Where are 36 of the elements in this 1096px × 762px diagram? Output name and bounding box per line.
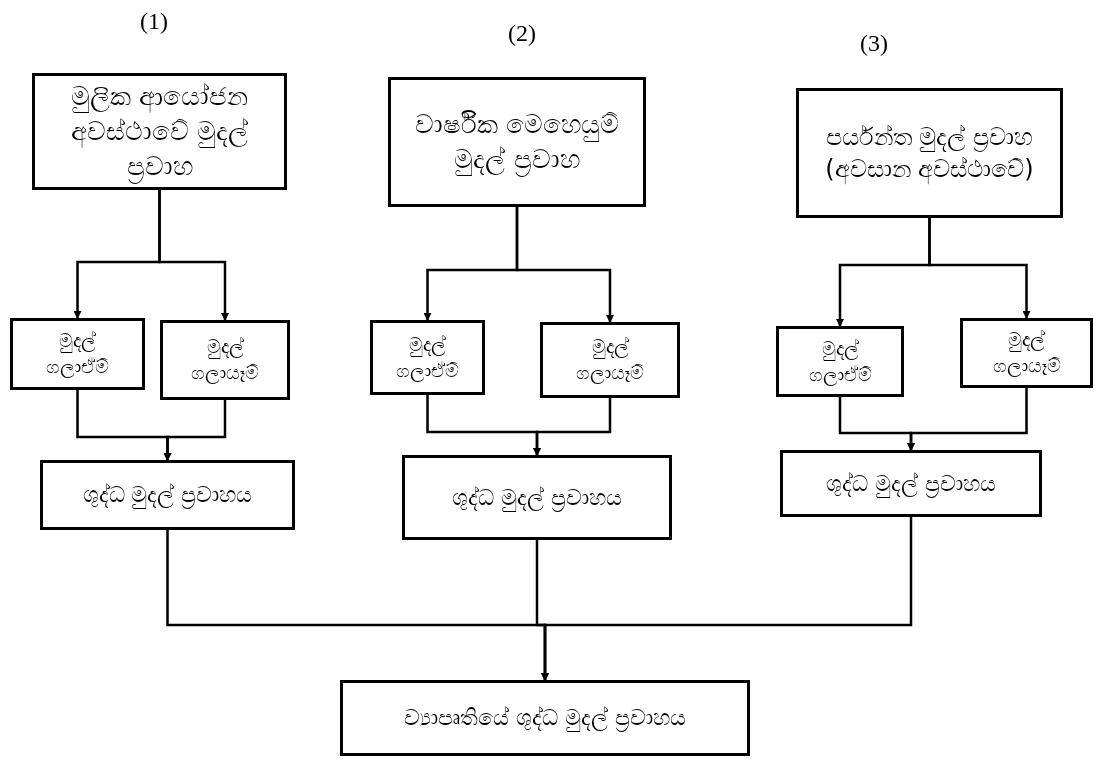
process-box [40, 460, 295, 530]
arrow [541, 517, 913, 681]
box-text: මුදල් ගලාඒම් [807, 335, 873, 388]
process-box [388, 77, 646, 207]
process-box [10, 318, 145, 390]
box-text: ශුද්ධ මුදල් ප්‍රවාහය [452, 483, 622, 513]
arrow [928, 218, 1031, 319]
box-text: ව්‍යාපෘතියේ ශුද්ධ මුදල් ප්‍රවාහය [404, 704, 686, 733]
process-box [370, 320, 485, 395]
process-box [32, 73, 287, 190]
column-number: (2) [508, 20, 536, 47]
box-text: මුදල් ගලාඒම් [395, 331, 460, 384]
box-text: වාර්ෂික මෙහෙයුම් මුදල් ප්‍රවාහ [397, 106, 637, 178]
column-number: (1) [140, 8, 168, 35]
process-box [776, 326, 904, 397]
box-text: මුදල් ගලායෑම් [575, 334, 645, 386]
process-box [160, 320, 290, 400]
column-number: (3) [860, 30, 888, 57]
arrow [907, 388, 1028, 451]
process-box [960, 318, 1093, 388]
box-text: ශුද්ධ මුදල් ප්‍රවාහය [826, 469, 996, 499]
arrow [163, 400, 227, 461]
box-text: පර්යන්ත මුදල් ප්‍රවාහ (අවසාන අවස්ථාවේ) [824, 121, 1035, 186]
box-text: මුදල් ගලායෑම් [190, 334, 260, 386]
process-box [796, 88, 1063, 218]
box-text: මුදල් ගලාඒම් [45, 328, 110, 380]
process-box [540, 322, 680, 398]
process-box [780, 450, 1042, 517]
process-box [340, 680, 750, 756]
box-text: ශුද්ධ මුදල් ප්‍රවාහය [82, 481, 253, 510]
arrow [533, 398, 612, 456]
arrow [158, 190, 229, 321]
arrow [515, 207, 614, 323]
box-text: මුලික ආයෝජන අවස්ථාවේ මුදල් ප්‍රවාහ [69, 79, 250, 185]
process-box [402, 455, 672, 540]
box-text: මුදල් ගලායෑම් [991, 327, 1062, 379]
